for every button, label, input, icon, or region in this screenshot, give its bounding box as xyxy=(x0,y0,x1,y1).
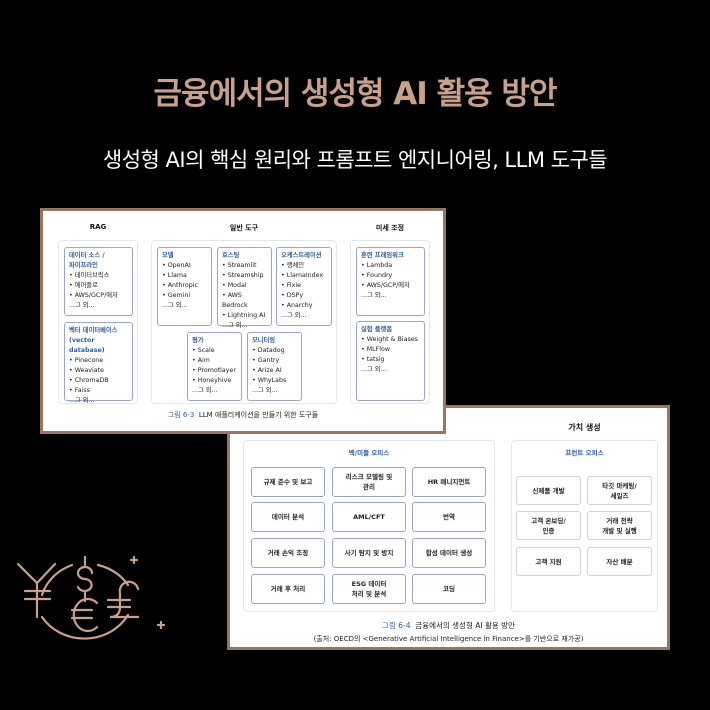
tool-item: • tatsig xyxy=(361,356,385,363)
value-creation-heading: 가치 생성 xyxy=(568,423,601,432)
figure-6-4-caption: 그림 6-4 금융에서의 생성형 AI 활용 방안 xyxy=(382,621,515,630)
front-office-tile: 고객 온보딩/ 인증 xyxy=(516,511,581,540)
tool-item: • ChromaDB xyxy=(69,377,109,384)
tool-item: • Anthropic xyxy=(162,282,198,289)
back-office-tile: 거래 후 처리 xyxy=(251,574,325,604)
section-general-tools: 일반 도구 xyxy=(229,224,259,232)
tool-box-title: 훈련 프레임워크 xyxy=(361,252,404,259)
tool-item: • Modal xyxy=(222,282,247,289)
tool-item: • Anarchy xyxy=(281,302,313,309)
tool-box-title: 데이터 소스 / 파이프라인 xyxy=(69,252,105,269)
tool-item: • Llama xyxy=(162,272,187,279)
tool-item: • Pinecone xyxy=(69,357,104,364)
tool-box: 훈련 프레임워크 • Lambda • Foundry • AWS/GCP/애저...… xyxy=(356,247,425,316)
tool-box-title: 모델 xyxy=(162,252,174,259)
tool-item: • Lightning AI xyxy=(222,312,266,319)
tool-item: • 랭체인 xyxy=(281,262,305,269)
tool-item: • DSPy xyxy=(281,292,304,299)
tool-item: • OpenAI xyxy=(162,262,191,269)
tool-item: • Scale xyxy=(192,347,215,354)
back-office-title: 백/미들 오피스 xyxy=(348,449,390,457)
tool-item: ...그 외... xyxy=(69,302,95,309)
tool-item: • AWS/GCP/애저 xyxy=(69,292,118,299)
back-office-tile: 합성 데이터 생성 xyxy=(412,538,486,568)
tool-box-title: 모니터링 xyxy=(252,337,276,344)
tool-item: • Fixie xyxy=(281,282,301,289)
section-fine-tuning: 미세 조정 xyxy=(375,224,405,232)
tool-item: • Faiss xyxy=(69,387,90,394)
front-office-tile: 고객 지원 xyxy=(516,547,581,576)
tool-box-title: 벡터 데이터베이스 (vector database) xyxy=(69,327,118,354)
tool-item: • Honeyhive xyxy=(192,377,232,384)
tool-item: • Lambda xyxy=(361,262,393,269)
tool-item: • LlamaIndex xyxy=(281,272,324,279)
tool-box: 모델 • OpenAI • Llama • Anthropic • Gemini ...그… xyxy=(157,247,212,326)
tool-box: 실험 플랫폼 • Weight & Biases • MLFlow • tatsig.… xyxy=(356,321,425,401)
tool-box: 벡터 데이터베이스 (vector database) • Pinecone • W… xyxy=(64,322,133,404)
tool-item: • AWS/GCP/애저 xyxy=(361,282,410,289)
front-office-tile: 거래 전략 개발 및 실행 xyxy=(587,511,652,540)
figure-6-3-caption: 그림 6-3 LLM 애플리케이션을 만들기 위한 도구들 xyxy=(167,411,319,419)
front-office-tile: 신제품 개발 xyxy=(516,476,581,505)
tool-item: • WhyLabs xyxy=(252,377,287,384)
tool-item: ...그 외... xyxy=(252,387,278,394)
page-subtitle: 생성형 AI의 핵심 원리와 프롬프트 엔지니어링, LLM 도구들 xyxy=(102,148,608,172)
tool-item: • Aim xyxy=(192,357,210,364)
tool-box-title: 오케스트레이션 xyxy=(281,252,322,259)
tool-box: 데이터 소스 / 파이프라인 • 데이터브릭스 • 에어플로 • AWS/GCP/애저… xyxy=(64,247,133,316)
section-rag: RAG xyxy=(89,223,107,231)
tool-box-title: 호스팅 xyxy=(222,252,240,259)
tool-item: ...그 외... xyxy=(361,292,387,299)
tool-box: 평가 • Scale • Aim • Promotlayer • Honeyhive..… xyxy=(187,332,242,401)
front-office-tile: 타깃 마케팅/ 세일즈 xyxy=(587,476,652,505)
tool-item: ...그 외... xyxy=(281,312,307,319)
back-office-tile: HR 매니지먼트 xyxy=(412,467,486,497)
tool-item: • AWS Bedrock xyxy=(222,292,248,309)
back-middle-office-panel xyxy=(243,440,495,612)
tool-item: ...그 외... xyxy=(192,387,218,394)
front-office-title: 프런트 오피스 xyxy=(565,449,604,457)
back-office-tile: AML/CFT xyxy=(332,502,406,532)
back-office-tile: 리스크 모델링 및 관리 xyxy=(332,467,406,497)
tool-item: ...그 외... xyxy=(361,366,387,373)
tool-item: ...그 외... xyxy=(162,302,188,309)
tool-item: • 에어플로 xyxy=(69,282,98,289)
tool-item: • Gantry xyxy=(252,357,280,364)
back-office-tile: 번역 xyxy=(412,502,486,532)
tool-item: ...그 외... xyxy=(222,322,248,329)
tool-item: • Gemini xyxy=(162,292,191,299)
tool-item: • Streamship xyxy=(222,272,264,279)
tool-box-title: 평가 xyxy=(192,337,204,344)
tool-item: • Weight & Biases xyxy=(361,336,418,343)
front-office-tile: 자산 배분 xyxy=(587,547,652,576)
tool-box: 호스팅 • Streamlit • Streamship • Modal • AWS B… xyxy=(217,247,272,329)
back-office-tile: 규제 준수 및 보고 xyxy=(251,467,325,497)
currency-exchange-icon xyxy=(16,555,166,640)
tool-box: 모니터링 • Datadog • Gantry • Arize AI • WhyLabs… xyxy=(247,332,302,401)
back-office-tile: 거래 손익 조정 xyxy=(251,538,325,568)
back-office-tile: ESG 데이터 처리 및 분석 xyxy=(332,574,406,604)
tool-item: • Foundry xyxy=(361,272,393,279)
figure-6-3-card: RAG 일반 도구 미세 조정 데이터 소스 / 파이프라인 • 데이터브릭스 • … xyxy=(40,208,446,434)
tool-item: • Datadog xyxy=(252,347,285,354)
figure-6-4-source: (출처: OECD의 <Generative Artificial Intell… xyxy=(313,635,584,643)
tool-box: 오케스트레이션 • 랭체인 • LlamaIndex • Fixie • DSPy • A… xyxy=(276,247,332,326)
back-office-tile: 코딩 xyxy=(412,574,486,604)
tool-item: • MLFlow xyxy=(361,346,391,353)
tool-item: • Promotlayer xyxy=(192,367,236,374)
page-title: 금융에서의 생성형 AI 활용 방안 xyxy=(153,76,558,112)
tool-box-title: 실험 플랫폼 xyxy=(361,326,393,333)
tool-item: • 데이터브릭스 xyxy=(69,272,110,279)
tool-item: • Weaviate xyxy=(69,367,104,374)
tool-item: • Streamlit xyxy=(222,262,257,269)
back-office-tile: 데이터 분석 xyxy=(251,502,325,532)
front-office-panel xyxy=(511,440,658,612)
back-office-tile: 사기 탐지 및 방지 xyxy=(332,538,406,568)
tool-item: ...그 외... xyxy=(69,397,95,404)
tool-item: • Arize AI xyxy=(252,367,282,374)
